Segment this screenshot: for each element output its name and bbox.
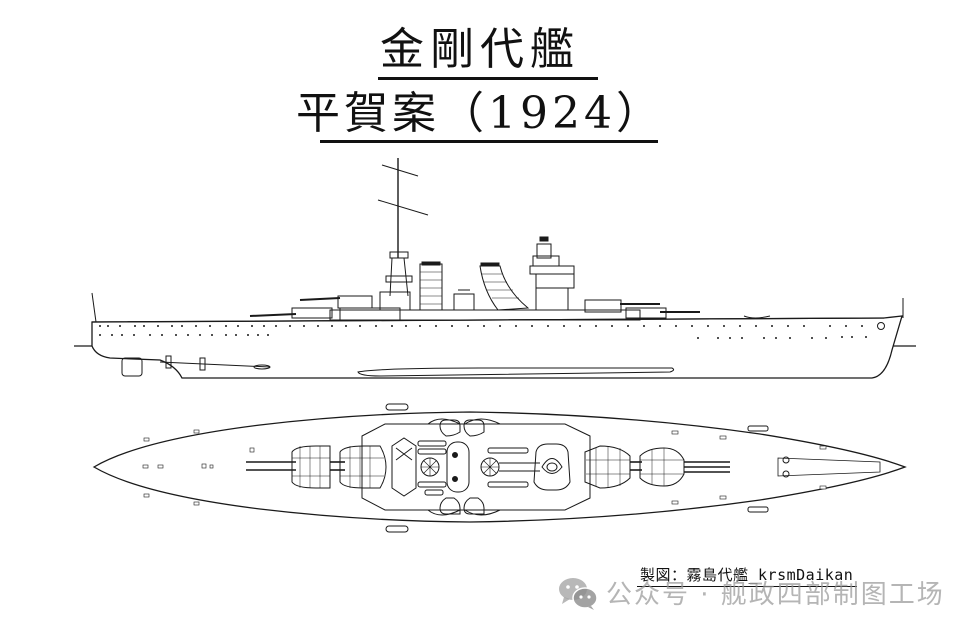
title-design-name: 平賀案（1924）: [296, 88, 664, 139]
wechat-watermark: 公众号 · 舰政四部制图工场: [558, 574, 945, 611]
title-underline-1: [378, 77, 598, 80]
side-profile: [74, 158, 916, 379]
title-ship-name: 金剛代艦: [380, 24, 580, 75]
title-underline-2: [320, 140, 658, 143]
watermark-text: 公众号 · 舰政四部制图工场: [606, 580, 945, 610]
plan-view: [92, 403, 907, 533]
wechat-icon: [558, 576, 598, 610]
drafter-credit: 製図：霧島代艦_krsmDaikan: [640, 566, 854, 584]
credit-underline: [637, 586, 857, 587]
